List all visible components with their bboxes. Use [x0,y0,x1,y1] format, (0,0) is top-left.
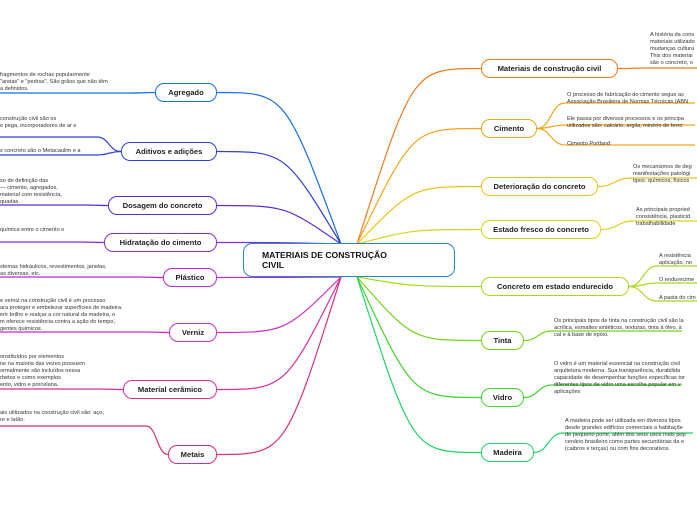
topic-ceramico[interactable]: Material cerâmico [123,380,217,399]
topic-verniz[interactable]: Verniz [169,323,217,342]
note-link-fresco [600,220,635,231]
note-endurecido: A resistência aplicação, no [659,253,692,266]
note-cimento: O processo de fabricação do cimento segu… [567,92,689,105]
note-cimento: Ele passa por diversos processos e os pr… [567,116,684,129]
topic-plastico[interactable]: Plástico [163,268,217,287]
note-verniz: e verniz na construção civil é um proces… [0,298,123,332]
note-link-materiais [617,67,649,70]
note-link-madeira [533,432,564,454]
note-link-tinta [523,330,553,342]
note-fresco: As principais propried consistência, pla… [636,207,691,227]
note-vidro: O vidro é um material essencial na const… [554,361,685,395]
branch-metais [216,276,342,456]
topic-cimento[interactable]: Cimento [481,119,537,138]
central-topic[interactable]: MATERIAIS DE CONSTRUÇÃO CIVIL [243,243,455,277]
branch-aditivos [216,150,342,245]
topic-label: Plástico [175,273,205,282]
topic-dosagem[interactable]: Dosagem do concreto [108,196,217,215]
note-link-plastico [137,276,164,279]
topic-materiais[interactable]: Materiais de construção civil [481,59,618,78]
note-endurecido: A pasta do cim [659,295,696,301]
branch-deterioracao [356,185,482,245]
topic-tinta[interactable]: Tinta [481,331,524,350]
topic-aditivos[interactable]: Aditivos e adições [121,142,217,161]
note-link-cimento [536,102,566,130]
topic-label: Verniz [181,328,205,337]
note-link-aditivos [96,150,122,156]
branch-materiais [356,67,482,245]
note-link-metais [145,425,169,456]
topic-agregado[interactable]: Agregado [155,83,217,102]
topic-endurecido[interactable]: Concreto em estado endurecido [481,277,629,296]
note-link-aditivos [96,136,122,153]
note-dosagem: so de definição das — cimento, agregados… [0,178,62,205]
branch-agregado [216,91,342,245]
note-agregado: fragmentos de rochas popularmente "areia… [0,72,108,92]
note-tinta: Os principais tipos de tinta na construç… [554,318,684,338]
note-link-agregado [129,91,156,94]
branch-tinta [356,276,482,342]
topic-deterioracao[interactable]: Deterioração do concreto [481,177,598,196]
note-link-endurecido [628,282,658,288]
topic-label: Madeira [493,448,522,457]
note-madeira: A madeira pode ser utilizada em diversos… [565,418,686,452]
branch-plastico [216,276,342,279]
branch-ceramico [216,276,342,391]
note-cimento: Cimento Portland [567,141,611,147]
topic-fresco[interactable]: Estado fresco do concreto [481,220,601,239]
topic-metais[interactable]: Metais [168,445,217,464]
topic-label: Cimento [493,124,525,133]
note-endurecido: O endurecime [659,277,695,283]
topic-madeira[interactable]: Madeira [481,443,534,462]
branch-cimento [356,127,482,245]
topic-label: Aditivos e adições [135,147,203,156]
note-metais: ais utilizados na construção civil são: … [0,410,104,423]
note-deterioracao: Os mecanismos de deg manifestações patol… [633,164,692,184]
note-link-deterioracao [597,177,632,188]
branch-dosagem [216,204,342,245]
topic-label: Tinta [493,336,512,345]
note-ceramico: onstituídos por elementos ne na maioria … [0,354,85,388]
note-aditivos: construção civil são os e pega, incorpor… [0,116,77,129]
central-topic-label: MATERIAIS DE CONSTRUÇÃO CIVIL [262,250,387,270]
branch-vidro [356,276,482,399]
note-plastico: stemas hidráulicos, revestimentos, janel… [0,264,107,277]
topic-hidratacao[interactable]: Hidratação do cimento [104,233,217,252]
topic-label: Materiais de construção civil [497,64,602,73]
note-hidratacao: química entre o cimento e [0,227,65,233]
note-aditivos: s concreto são o Metacaulim e a [0,148,81,154]
topic-vidro[interactable]: Vidro [481,388,524,407]
topic-label: Dosagem do concreto [122,201,203,210]
branch-verniz [216,276,342,334]
topic-label: Material cerâmico [137,385,203,394]
note-link-cimento [536,127,566,146]
note-link-ceramico [97,388,124,391]
topic-label: Metais [180,450,205,459]
topic-label: Concreto em estado endurecido [496,282,614,291]
topic-label: Deterioração do concreto [493,182,586,191]
note-link-hidratacao [80,241,105,244]
note-link-vidro [523,384,553,399]
topic-label: Vidro [492,393,513,402]
branch-endurecido [356,276,482,288]
note-link-dosagem [84,204,109,207]
note-materiais: A história da cons materiais utilizado m… [650,32,695,66]
note-link-verniz [145,331,170,334]
topic-label: Hidratação do cimento [119,238,202,247]
branch-fresco [356,228,482,245]
topic-label: Agregado [168,88,204,97]
note-link-endurecido [628,285,658,302]
branch-madeira [356,276,482,454]
note-link-cimento [536,124,566,130]
topic-label: Estado fresco do concreto [493,225,589,234]
